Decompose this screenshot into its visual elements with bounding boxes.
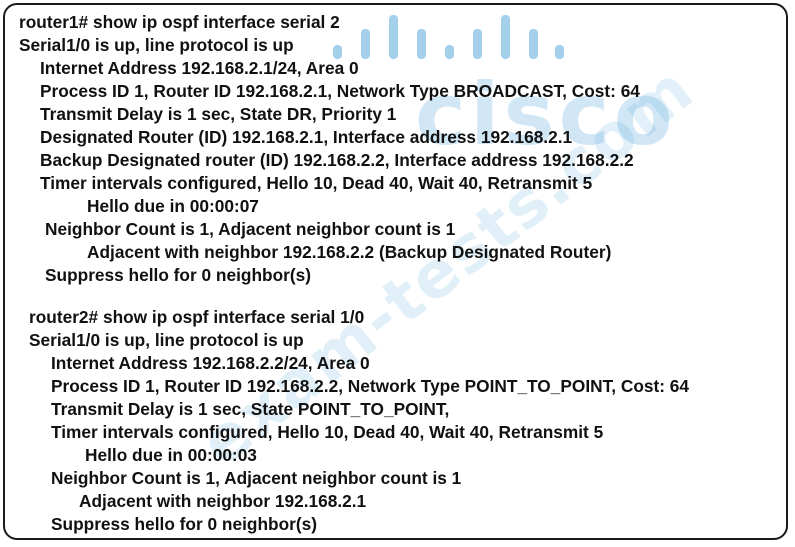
router2-line: Transmit Delay is 1 sec, State POINT_TO_…	[51, 399, 450, 419]
router1-line: Designated Router (ID) 192.168.2.1, Inte…	[40, 127, 573, 147]
router2-line: Serial1/0 is up, line protocol is up	[29, 330, 304, 350]
router1-line: Timer intervals configured, Hello 10, De…	[40, 173, 593, 193]
router1-line: Hello due in 00:00:07	[87, 196, 259, 216]
router1-line: Suppress hello for 0 neighbor(s)	[45, 265, 311, 285]
router1-line: Process ID 1, Router ID 192.168.2.1, Net…	[40, 81, 640, 101]
router1-line: Neighbor Count is 1, Adjacent neighbor c…	[45, 219, 456, 239]
router1-line: Backup Designated router (ID) 192.168.2.…	[40, 150, 634, 170]
router2-line: Suppress hello for 0 neighbor(s)	[51, 514, 317, 534]
router1-line: Transmit Delay is 1 sec, State DR, Prior…	[40, 104, 397, 124]
router2-line: Neighbor Count is 1, Adjacent neighbor c…	[51, 468, 462, 488]
router2-command: router2# show ip ospf interface serial 1…	[29, 307, 365, 327]
router1-line: Serial1/0 is up, line protocol is up	[19, 35, 294, 55]
terminal-output-panel: cisco exam-tests.com router1# show ip os…	[3, 3, 788, 540]
router2-line: Process ID 1, Router ID 192.168.2.2, Net…	[51, 376, 690, 396]
cisco-logo-bars-icon	[333, 15, 564, 59]
router2-line: Adjacent with neighbor 192.168.2.1	[79, 491, 367, 511]
router2-line: Timer intervals configured, Hello 10, De…	[51, 422, 604, 442]
router2-line: Internet Address 192.168.2.2/24, Area 0	[51, 353, 370, 373]
router1-command: router1# show ip ospf interface serial 2	[19, 12, 340, 32]
router1-line: Adjacent with neighbor 192.168.2.2 (Back…	[87, 242, 612, 262]
router1-line: Internet Address 192.168.2.1/24, Area 0	[40, 58, 359, 78]
router2-line: Hello due in 00:00:03	[85, 445, 257, 465]
